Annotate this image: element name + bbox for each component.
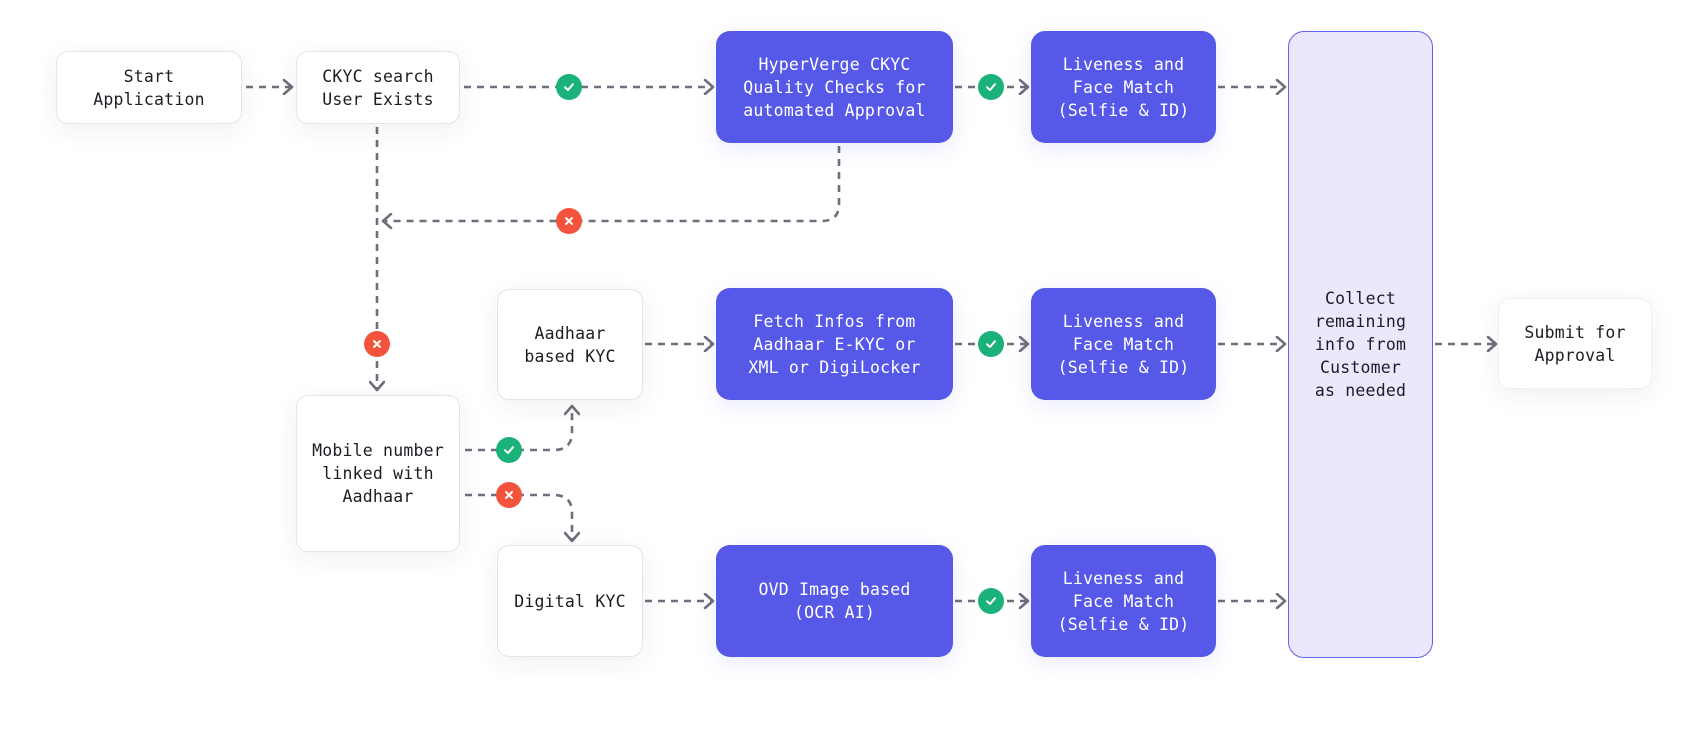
- success-badge-mobile-linked: [496, 437, 522, 463]
- node-collect-remaining-info[interactable]: Collect remaining info from Customer as …: [1288, 31, 1433, 658]
- node-digital-kyc[interactable]: Digital KYC: [497, 545, 643, 657]
- node-hyperverge-ckyc-quality[interactable]: HyperVerge CKYC Quality Checks for autom…: [716, 31, 953, 143]
- connector-mobile-yes-to-aadhaar: [465, 406, 572, 452]
- failure-badge-ckyc-quality: [556, 208, 582, 234]
- node-liveness-face-match-2[interactable]: Liveness and Face Match (Selfie & ID): [1031, 288, 1216, 400]
- connector-mobile-no-to-digital: [465, 493, 572, 541]
- node-fetch-infos-aadhaar[interactable]: Fetch Infos from Aadhaar E-KYC or XML or…: [716, 288, 953, 400]
- check-icon: [986, 340, 996, 348]
- failure-badge-mobile-not-linked: [496, 482, 522, 508]
- connector-hyperverge-fail-back: [383, 146, 841, 221]
- check-icon: [564, 83, 574, 91]
- x-icon: [373, 340, 381, 348]
- success-badge-aadhaar-fetch: [978, 331, 1004, 357]
- check-icon: [986, 83, 996, 91]
- x-icon: [565, 217, 573, 225]
- success-badge-ckyc-found: [556, 74, 582, 100]
- node-mobile-linked-aadhaar[interactable]: Mobile number linked with Aadhaar: [296, 395, 460, 552]
- node-start-application[interactable]: Start Application: [56, 51, 242, 124]
- x-icon: [505, 491, 513, 499]
- success-badge-ovd: [978, 588, 1004, 614]
- node-ovd-image-ocr[interactable]: OVD Image based (OCR AI): [716, 545, 953, 657]
- node-ckyc-search[interactable]: CKYC search User Exists: [296, 51, 460, 124]
- node-liveness-face-match-1[interactable]: Liveness and Face Match (Selfie & ID): [1031, 31, 1216, 143]
- check-icon: [504, 446, 514, 454]
- failure-badge-ckyc-not-found: [364, 331, 390, 357]
- node-submit-for-approval[interactable]: Submit for Approval: [1498, 298, 1652, 389]
- check-icon: [986, 597, 996, 605]
- node-aadhaar-based-kyc[interactable]: Aadhaar based KYC: [497, 289, 643, 400]
- success-badge-ckyc-quality: [978, 74, 1004, 100]
- node-liveness-face-match-3[interactable]: Liveness and Face Match (Selfie & ID): [1031, 545, 1216, 657]
